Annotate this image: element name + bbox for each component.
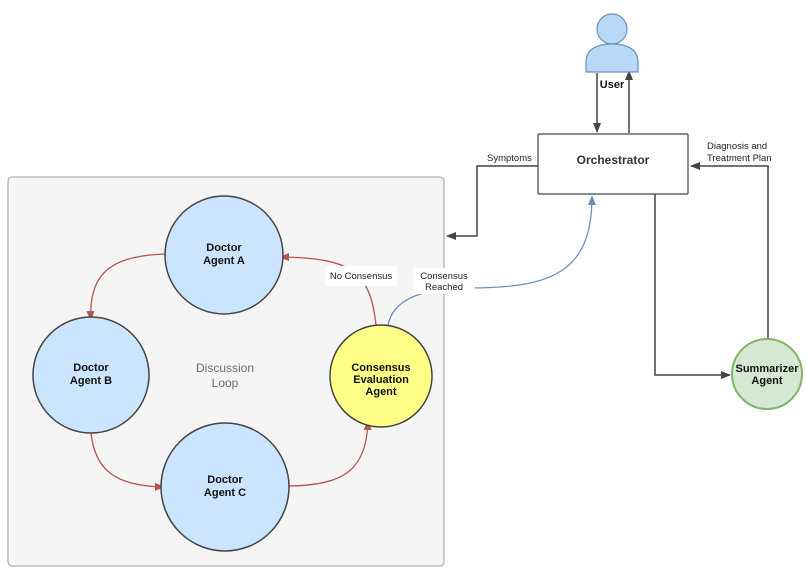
- summarizer-agent-label-line1: Summarizer: [736, 363, 800, 375]
- no-consensus-label: No Consensus: [330, 271, 393, 282]
- discussion-loop-label-line1: Discussion: [196, 361, 254, 375]
- c-to-consensus-arrow: [288, 420, 372, 487]
- symptoms-arrow: [446, 165, 538, 240]
- b-to-c-arrow: [90, 432, 165, 491]
- consensus-agent-label-line1: Consensus: [351, 362, 410, 374]
- doctor-agent-b-node: Doctor Agent B: [32, 316, 150, 434]
- orchestrator-to-summarizer-arrow: [654, 194, 731, 379]
- user-icon: [585, 13, 639, 73]
- no-consensus-label-bg: [325, 266, 397, 286]
- orchestrator-label: Orchestrator: [577, 153, 650, 167]
- consensus-reached-label-line2: Reached: [425, 282, 463, 293]
- a-to-b-arrow: [86, 253, 166, 321]
- discussion-loop-label-line2: Loop: [212, 376, 239, 390]
- diagnosis-arrow: [690, 162, 769, 338]
- doctor-agent-a-label-line1: Doctor: [206, 242, 242, 254]
- consensus-evaluation-agent-node: Consensus Evaluation Agent: [329, 324, 433, 428]
- user-node: User: [585, 13, 639, 91]
- doctor-agent-c-label-line2: Agent C: [204, 487, 246, 499]
- consensus-reached-arrow: [387, 195, 596, 327]
- symptoms-label: Symptoms: [487, 153, 532, 164]
- doctor-agent-a-node: Doctor Agent A: [164, 195, 284, 315]
- consensus-reached-label-bg: [413, 268, 475, 294]
- doctor-agent-b-label-line1: Doctor: [73, 362, 109, 374]
- doctor-agent-c-label-line1: Doctor: [207, 474, 243, 486]
- doctor-agent-a-label-line2: Agent A: [203, 255, 245, 267]
- orchestrator-node: Orchestrator: [537, 133, 689, 195]
- consensus-reached-label-line1: Consensus: [420, 271, 468, 282]
- diagnosis-label-line2: Treatment Plan: [707, 153, 772, 164]
- doctor-agent-c-node: Doctor Agent C: [160, 422, 290, 552]
- consensus-agent-label-line3: Agent: [365, 386, 397, 398]
- diagnosis-label-line1: Diagnosis and: [707, 141, 767, 152]
- consensus-agent-label-line2: Evaluation: [353, 374, 409, 386]
- summarizer-agent-label-line2: Agent: [751, 375, 783, 387]
- user-label: User: [600, 79, 625, 91]
- summarizer-agent-node: Summarizer Agent: [731, 338, 803, 410]
- doctor-agent-b-label-line2: Agent B: [70, 375, 112, 387]
